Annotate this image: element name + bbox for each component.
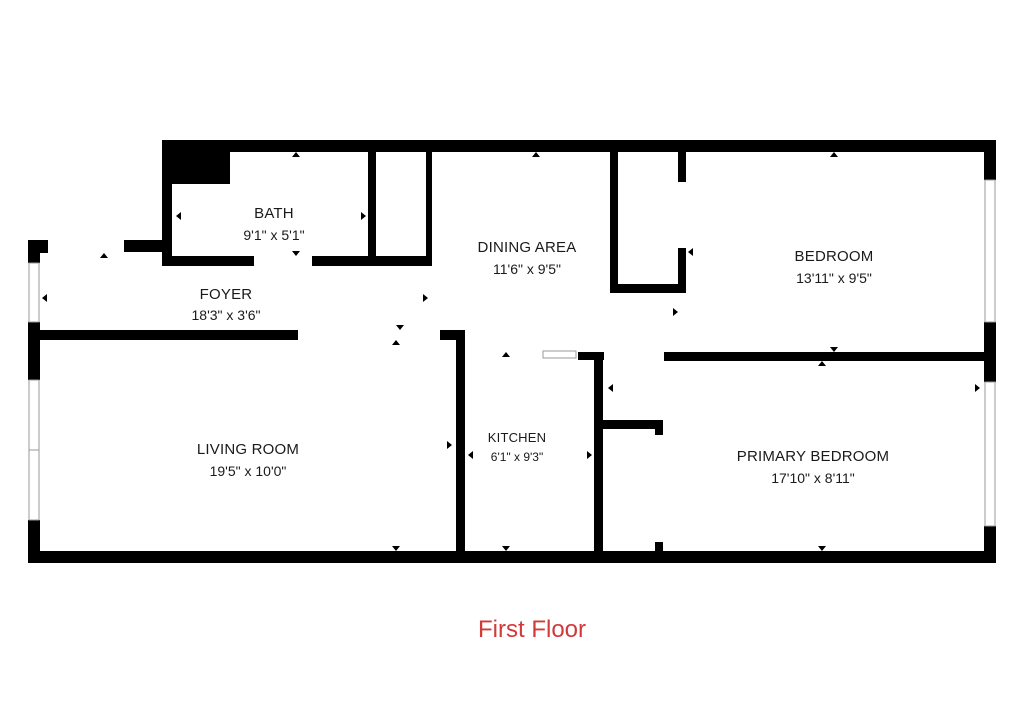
room-dims-dining: 11'6" x 9'5" [493,261,561,277]
dimension-ticks [42,152,980,551]
room-name-kitchen: KITCHEN [488,430,546,445]
room-dims-living: 19'5" x 10'0" [210,463,287,479]
floor-label: First Floor [478,616,586,643]
room-foyer: FOYER 18'3" x 3'6" [192,286,261,323]
room-name-dining: DINING AREA [478,239,577,256]
room-name-living: LIVING ROOM [197,441,299,458]
room-bedroom: BEDROOM 13'11" x 9'5" [795,248,874,286]
room-primary: PRIMARY BEDROOM 17'10" x 8'11" [737,448,889,486]
windows [28,179,996,527]
room-name-primary: PRIMARY BEDROOM [737,448,889,465]
room-dims-primary: 17'10" x 8'11" [771,470,855,486]
room-name-foyer: FOYER [200,286,253,303]
interior-walls [40,152,996,562]
room-dims-kitchen: 6'1" x 9'3" [491,450,543,464]
room-name-bedroom: BEDROOM [795,248,874,265]
room-dims-bedroom: 13'11" x 9'5" [796,270,872,286]
outer-walls [28,140,996,563]
room-dining: DINING AREA 11'6" x 9'5" [478,239,577,277]
room-dims-foyer: 18'3" x 3'6" [192,307,261,323]
room-dims-bath: 9'1" x 5'1" [243,227,304,243]
room-bath: BATH 9'1" x 5'1" [243,205,304,243]
room-living: LIVING ROOM 19'5" x 10'0" [197,441,299,479]
room-kitchen: KITCHEN 6'1" x 9'3" [488,430,546,464]
room-name-bath: BATH [254,205,294,222]
